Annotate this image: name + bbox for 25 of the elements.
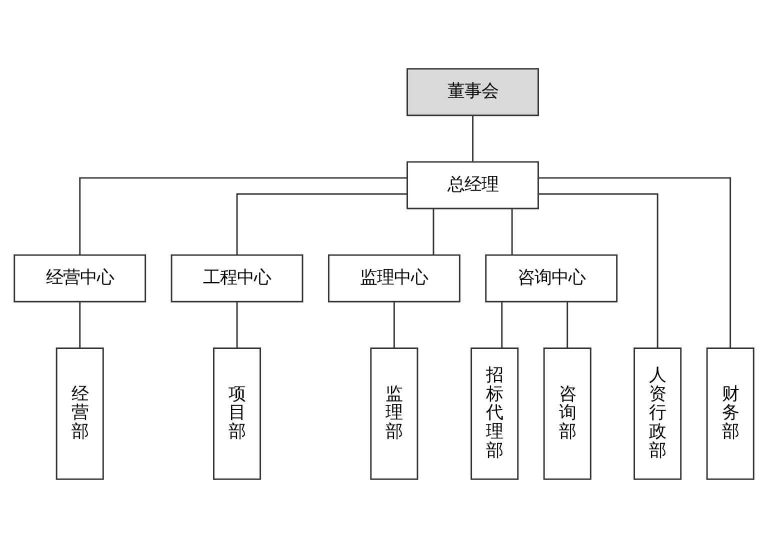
connector xyxy=(538,176,732,348)
connector xyxy=(538,192,658,348)
connector xyxy=(566,301,568,348)
connector xyxy=(511,208,513,254)
node-box: 项目部 xyxy=(213,346,262,480)
node-box: 经营部 xyxy=(56,346,104,480)
connector xyxy=(236,301,238,348)
connector xyxy=(79,176,407,255)
node-box: 经营中心 xyxy=(14,254,146,302)
node-box: 董事会 xyxy=(406,68,539,116)
connector xyxy=(236,192,408,254)
connector xyxy=(501,301,503,348)
node-box: 监理中心 xyxy=(328,254,460,302)
connector xyxy=(79,301,81,348)
node-box: 咨询部 xyxy=(543,346,592,480)
connector xyxy=(432,208,434,254)
connector xyxy=(472,115,474,161)
node-box: 招标代理部 xyxy=(470,346,519,480)
node-box: 人资行政部 xyxy=(634,346,682,480)
connector xyxy=(393,301,395,348)
node-box: 总经理 xyxy=(406,160,539,209)
node-box: 财务部 xyxy=(706,346,754,480)
node-box: 工程中心 xyxy=(170,254,304,302)
node-box: 咨询中心 xyxy=(485,254,618,302)
node-box: 监理部 xyxy=(370,346,418,480)
